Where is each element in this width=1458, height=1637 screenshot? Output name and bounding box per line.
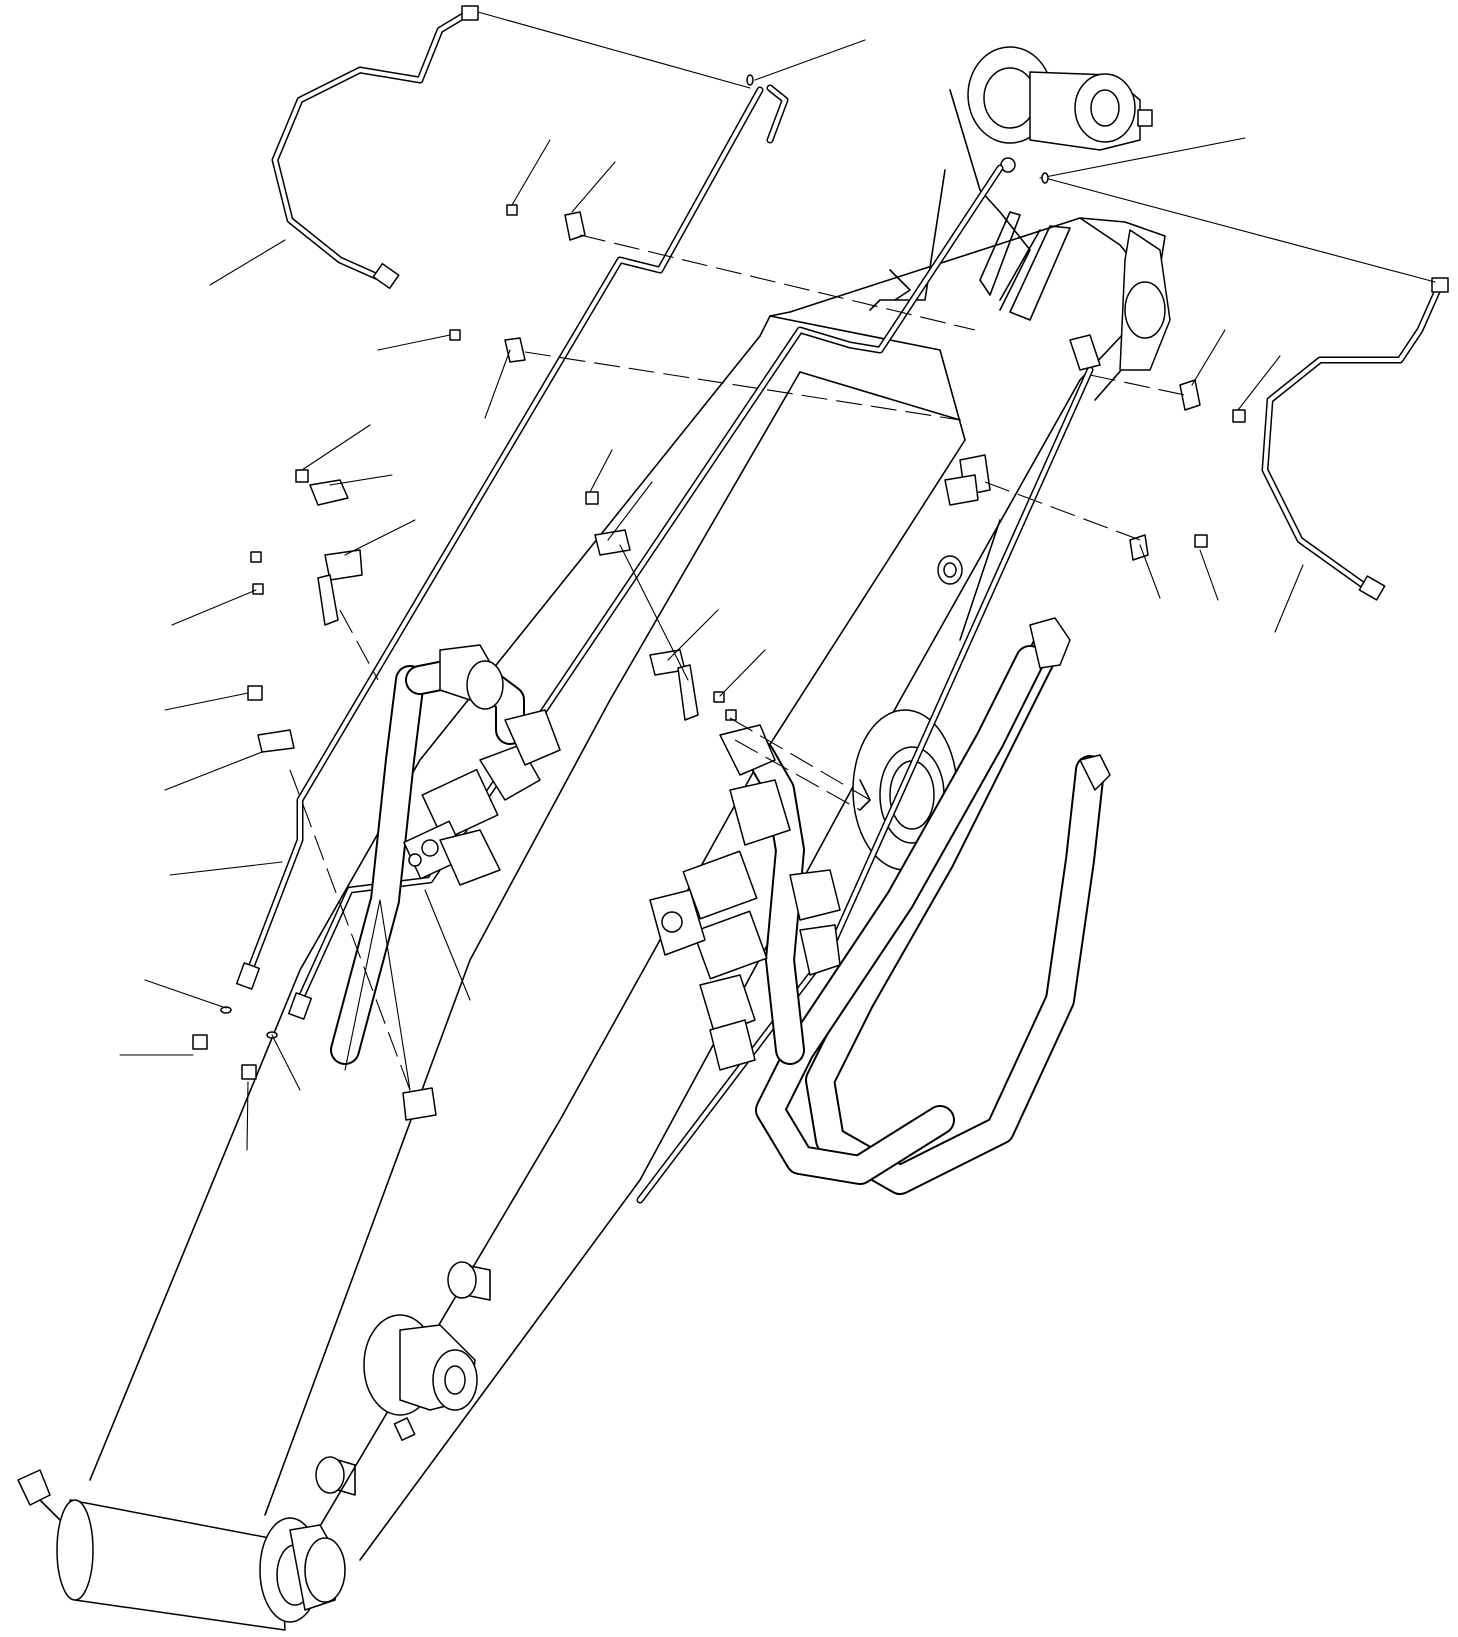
bushing-upper	[447, 1261, 491, 1301]
tube-elbow-top	[766, 84, 789, 144]
grease-boss	[937, 555, 963, 585]
o-rings	[746, 74, 1049, 184]
steel-line-middle	[296, 164, 1004, 1004]
right-valve-block	[649, 724, 841, 1071]
hose-end-elbows	[1029, 617, 1111, 791]
bushing-lower	[315, 1456, 356, 1496]
assembly-centerlines	[289, 234, 1186, 1091]
bolts-and-nuts	[192, 204, 1246, 1080]
hydraulic-hose-loop-inner	[755, 645, 1045, 1185]
top-pivot-pin-assembly	[967, 46, 1153, 173]
flex-hose-upper-left	[271, 5, 479, 290]
hydraulic-hose-loop-outer	[805, 625, 1105, 1195]
left-valve-block	[330, 644, 561, 1065]
boom-arm	[89, 89, 1166, 1561]
lower-pivot-pin	[363, 1314, 478, 1441]
steel-line-left	[246, 86, 764, 974]
tube-end-fittings	[220, 962, 313, 1039]
flex-hose-upper-right	[1261, 277, 1449, 601]
callout-leaders	[119, 11, 1436, 1151]
lift-link-lug	[1119, 229, 1171, 371]
boom-cross-tube	[17, 1469, 346, 1631]
